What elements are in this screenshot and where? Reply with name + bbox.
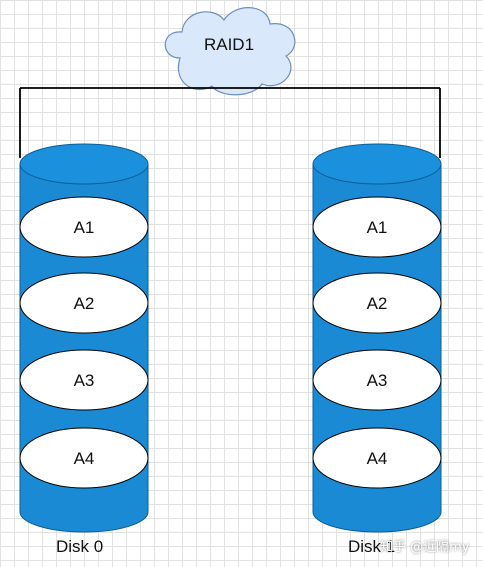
disk-1-top xyxy=(312,143,442,185)
block-shape xyxy=(312,349,442,411)
disk-0-label: Disk 0 xyxy=(56,537,104,556)
disk-1-label: Disk 1 xyxy=(348,537,396,556)
block-A3: A3 xyxy=(312,349,442,411)
block-A1: A1 xyxy=(19,196,149,258)
block-label: A1 xyxy=(74,218,95,237)
disk-0-top xyxy=(19,143,149,185)
block-shape xyxy=(312,196,442,258)
watermark: 知乎 @近隔my xyxy=(380,540,470,555)
block-label: A4 xyxy=(367,449,388,468)
block-shape xyxy=(19,272,149,334)
block-shape xyxy=(312,427,442,489)
block-A2: A2 xyxy=(312,272,442,334)
block-label: A1 xyxy=(367,218,388,237)
raid-label: RAID1 xyxy=(204,35,254,54)
block-A4: A4 xyxy=(312,427,442,489)
block-shape xyxy=(19,427,149,489)
disk-0: A1 A2 A3 A4 xyxy=(19,143,149,533)
block-shape xyxy=(19,349,149,411)
block-shape xyxy=(312,272,442,334)
block-label: A4 xyxy=(74,449,95,468)
block-shape xyxy=(19,196,149,258)
raid-connector xyxy=(19,87,441,158)
disk-1: A1 A2 A3 A4 xyxy=(312,143,442,533)
block-A1: A1 xyxy=(312,196,442,258)
block-A4: A4 xyxy=(19,427,149,489)
block-label: A3 xyxy=(367,371,388,390)
block-label: A3 xyxy=(74,371,95,390)
block-A2: A2 xyxy=(19,272,149,334)
block-label: A2 xyxy=(74,294,95,313)
block-A3: A3 xyxy=(19,349,149,411)
raid-cloud: RAID1 xyxy=(164,7,296,96)
block-label: A2 xyxy=(367,294,388,313)
